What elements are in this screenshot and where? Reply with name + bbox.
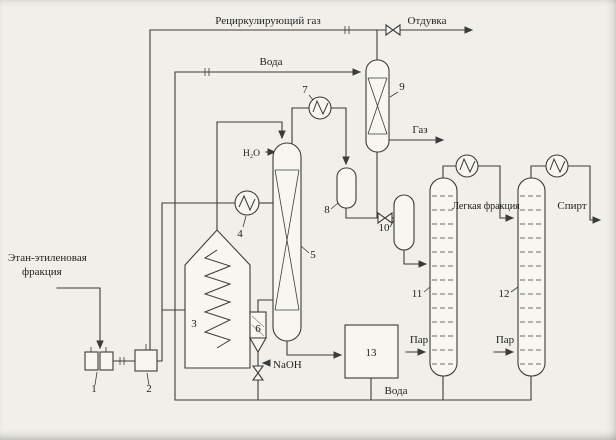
exchanger-coil-icon xyxy=(459,157,476,174)
valve-icon-letdown xyxy=(377,211,393,225)
equipment-number-9: 9 xyxy=(399,81,405,93)
column-trays xyxy=(520,195,543,365)
pipe-spirit-out xyxy=(567,165,602,224)
pipe-recycle-gas xyxy=(149,29,387,353)
equipment-numbers: 1 2 3 4 5 6 7 8 9 10 11 12 13 xyxy=(91,81,509,395)
vessel-hatch xyxy=(251,315,265,337)
packing-cross xyxy=(274,169,300,311)
label-water-top: Вода xyxy=(260,56,283,68)
packing-cross xyxy=(367,77,388,135)
label-light-fraction: Легкая фракция xyxy=(452,201,520,212)
column-shell xyxy=(517,177,546,377)
pipe-water-recycle xyxy=(174,68,362,401)
furnace-coil xyxy=(203,249,232,349)
cooler-7 xyxy=(308,96,332,120)
label-steam-right: Пар xyxy=(496,334,515,346)
flange-mark xyxy=(119,357,125,365)
valves xyxy=(251,23,401,381)
exchanger-coil-icon xyxy=(549,157,566,174)
label-steam-left: Пар xyxy=(410,334,429,346)
leader-line xyxy=(94,371,98,386)
tank-13 xyxy=(344,324,399,379)
leader-line xyxy=(146,372,150,386)
equipment-number-6: 6 xyxy=(255,323,261,335)
pipe-comp2-exchanger xyxy=(156,202,236,362)
pipe-feed-in xyxy=(56,287,104,350)
compressor-body xyxy=(99,351,114,371)
compressor-1 xyxy=(84,347,114,371)
equipment-number-13: 13 xyxy=(366,347,378,359)
label-naoh: NaOH xyxy=(273,359,302,371)
separator-8 xyxy=(336,167,357,209)
pipe-col12-condenser xyxy=(530,165,547,179)
leader-line xyxy=(242,215,247,228)
compressor-body xyxy=(134,349,158,372)
label-feed-line1: Этан-этиленовая xyxy=(8,252,87,264)
column-trays xyxy=(432,195,455,365)
pipes xyxy=(56,26,602,401)
furnace-3 xyxy=(184,229,251,369)
flange-mark xyxy=(204,68,210,76)
separator-6 xyxy=(249,311,267,354)
equipment-number-7: 7 xyxy=(302,84,308,96)
compressor-2 xyxy=(134,344,158,372)
label-h2o: Н₂О xyxy=(243,149,260,159)
column-shell xyxy=(429,177,458,377)
equipment-number-8: 8 xyxy=(324,204,330,216)
pipe-cooler-separator8 xyxy=(330,107,350,166)
label-recycle-gas: Рециркулирующий газ xyxy=(215,15,321,27)
scrubber-column-9 xyxy=(365,59,390,153)
label-feed-line2: фракция xyxy=(22,266,62,278)
leader-line xyxy=(423,286,431,293)
flange-marks xyxy=(119,26,350,365)
leader-line xyxy=(389,219,395,228)
leader-line xyxy=(510,286,519,293)
valve-icon-purge xyxy=(385,23,401,37)
label-spirit: Спирт xyxy=(557,200,586,212)
pipe-reactor-effluent xyxy=(291,107,310,144)
flange-mark xyxy=(344,26,350,34)
pipe-sep10-column11 xyxy=(403,249,428,268)
valve-icon-naoh-drain xyxy=(251,365,265,381)
pipe-col5-tank13 xyxy=(286,340,343,359)
equipment-number-10: 10 xyxy=(379,222,391,234)
distillation-column-11 xyxy=(429,177,458,377)
condenser-12 xyxy=(545,154,569,178)
equipment-number-1: 1 xyxy=(91,383,97,395)
tank-body xyxy=(344,324,399,379)
condenser-11 xyxy=(455,154,479,178)
label-gas: Газ xyxy=(412,124,427,136)
equipment-number-2: 2 xyxy=(146,383,152,395)
equipment-number-3: 3 xyxy=(191,318,197,330)
heat-exchanger-4 xyxy=(234,190,260,216)
leader-line xyxy=(330,202,339,210)
stream-labels: Рециркулирующий газ Отдувка Вода Этан-эт… xyxy=(8,15,587,397)
compressor-body xyxy=(84,351,99,371)
reactor-column-5 xyxy=(272,142,302,342)
leader-line xyxy=(389,91,399,98)
label-purge: Отдувка xyxy=(408,15,447,27)
compressor-tick xyxy=(90,347,107,352)
equipment-number-12: 12 xyxy=(499,288,510,300)
equipment-number-11: 11 xyxy=(412,288,423,300)
pipe-sep8-valve xyxy=(345,207,379,219)
pipe-furnace-outlet xyxy=(216,121,286,251)
exchanger-coil-icon xyxy=(312,99,329,116)
leader-line xyxy=(300,245,310,254)
equipment-number-5: 5 xyxy=(310,249,316,261)
label-water-bottom: Вода xyxy=(385,385,408,397)
exchanger-coil-icon xyxy=(238,194,256,212)
pipe-col5-sep6 xyxy=(257,299,274,313)
vessel-body xyxy=(336,167,357,209)
leader-line xyxy=(308,94,314,101)
vessel-cone xyxy=(249,337,267,354)
leader-lines xyxy=(94,91,519,386)
pipe-col11-condenser xyxy=(442,165,457,179)
distillation-column-12 xyxy=(517,177,546,377)
vessel-body xyxy=(393,194,415,251)
pipe-light-fraction xyxy=(477,165,515,222)
equipment-number-4: 4 xyxy=(237,228,243,240)
separator-10 xyxy=(393,194,415,251)
